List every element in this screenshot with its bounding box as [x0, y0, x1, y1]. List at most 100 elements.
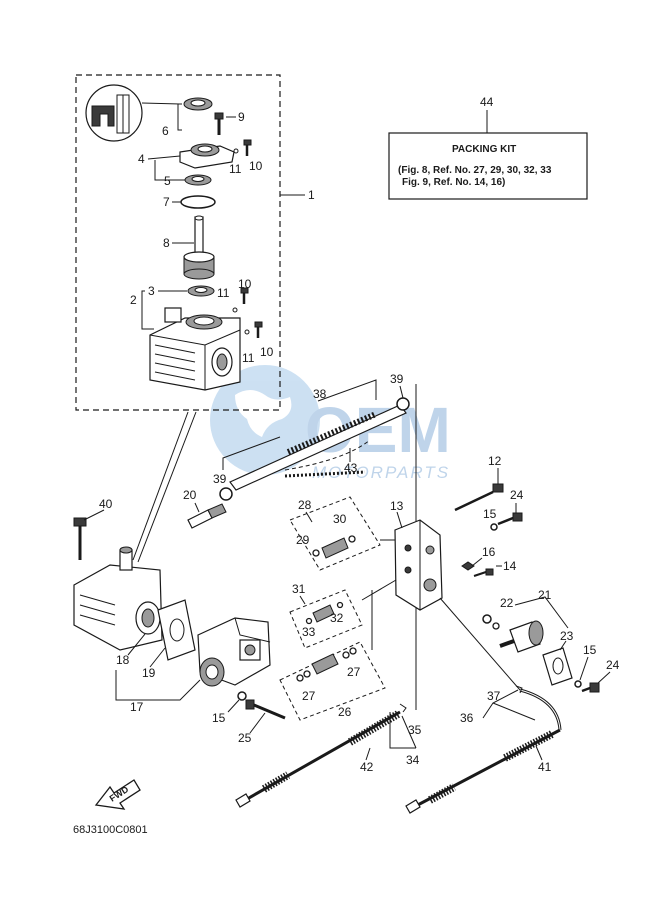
callout-5: 5 [164, 174, 171, 188]
leader-18 [127, 633, 146, 656]
leader-39b [399, 385, 404, 399]
leader-13 [396, 511, 403, 529]
callout-17: 17 [130, 700, 144, 714]
fwd-arrow-icon: FWD [94, 779, 141, 810]
leader-31 [299, 595, 306, 605]
callout-1: 1 [308, 188, 315, 202]
leader-15c [227, 699, 240, 713]
callout-2: 2 [130, 293, 137, 307]
callout-23: 23 [560, 629, 574, 643]
packing-kit-line1: (Fig. 8, Ref. No. 27, 29, 30, 32, 33 [398, 165, 552, 176]
washer-15-left [237, 691, 247, 701]
jet-28 [312, 535, 356, 559]
leader-15b [579, 656, 589, 681]
leader-23 [559, 640, 567, 651]
callout-31: 31 [292, 582, 306, 596]
callout-32: 32 [330, 611, 344, 625]
gasket-19-hole [169, 618, 185, 642]
leader-19 [149, 647, 166, 668]
callout-34: 34 [406, 753, 420, 767]
callout-16: 16 [482, 545, 496, 559]
valve-body-13 [394, 519, 443, 611]
callout-26: 26 [338, 705, 352, 719]
fitting-20 [187, 503, 227, 529]
callout-24b: 24 [606, 658, 620, 672]
leader-42 [365, 747, 371, 761]
callout-3: 3 [148, 284, 155, 298]
oil-seal-6 [183, 97, 213, 111]
leader-41 [535, 745, 543, 761]
callout-9: 9 [238, 110, 245, 124]
seal-detail-icon [85, 84, 181, 142]
leader-24b [597, 671, 611, 684]
callout-10a: 10 [249, 159, 263, 173]
bracket-21 [514, 596, 569, 629]
callout-20: 20 [183, 488, 197, 502]
leader-16 [471, 557, 483, 567]
callout-24a: 24 [510, 488, 524, 502]
callout-19: 19 [142, 666, 156, 680]
callout-28: 28 [298, 498, 312, 512]
bracket-17 [115, 670, 201, 701]
watermark: OEM MOTORPARTS [210, 365, 451, 482]
callout-11c: 11 [242, 351, 255, 365]
cable-36 [519, 688, 562, 731]
carburetor-17 [197, 617, 271, 687]
bolt-10-mid [240, 287, 249, 304]
callout-30: 30 [333, 512, 347, 526]
bolt-25 [245, 699, 286, 720]
callout-14: 14 [503, 559, 517, 573]
callout-18: 18 [116, 653, 130, 667]
watermark-main: OEM [305, 394, 451, 466]
o-ring-7 [180, 195, 216, 209]
cylinder-block-2 [149, 307, 241, 391]
cable-42 [235, 710, 401, 808]
callout-10c: 10 [260, 345, 274, 359]
clamp-39-bot [219, 487, 233, 501]
clamp-39-top [396, 397, 410, 411]
callout-39a: 39 [213, 472, 227, 486]
o-ring-22b [492, 622, 500, 630]
callout-4: 4 [138, 152, 145, 166]
bolt-40 [73, 517, 87, 560]
callout-35: 35 [408, 723, 422, 737]
o-ring-22 [482, 614, 492, 624]
callout-37: 37 [487, 689, 501, 703]
callout-43: 43 [344, 461, 358, 475]
frame-pointer-left [132, 411, 189, 561]
callout-13: 13 [390, 499, 404, 513]
bracket-36 [482, 689, 536, 721]
cylinder-assembly-18 [73, 546, 163, 651]
callout-44: 44 [480, 95, 494, 109]
screw-14 [473, 568, 494, 577]
callout-41: 41 [538, 760, 552, 774]
callout-27b: 27 [302, 689, 316, 703]
spring-43 [284, 439, 371, 471]
group-28-frame [289, 496, 381, 571]
callout-12: 12 [488, 454, 502, 468]
bolt-10-top [243, 139, 252, 156]
callout-15b: 15 [583, 643, 597, 657]
packing-kit-title: PACKING KIT [452, 144, 516, 155]
watermark-globe-land [235, 390, 292, 437]
packing-kit-box [388, 132, 588, 200]
clip-37 [515, 685, 523, 694]
callout-8: 8 [163, 236, 170, 250]
jet-26 [296, 647, 357, 682]
callout-42: 42 [360, 760, 374, 774]
packing-kit-line2: Fig. 9, Ref. No. 14, 16) [402, 177, 505, 188]
callout-10b: 10 [238, 277, 252, 291]
callout-25: 25 [238, 731, 252, 745]
tube-38 [229, 404, 407, 491]
leader-28 [305, 511, 313, 523]
callout-6: 6 [162, 124, 169, 138]
clip-35 [399, 703, 407, 713]
washer-11-low [244, 329, 250, 335]
group-31-frame [289, 589, 363, 649]
cable-36-inner [519, 689, 561, 731]
bracket-2 [141, 290, 154, 330]
bolt-9 [214, 112, 224, 135]
cable-41 [405, 728, 561, 814]
callout-15a: 15 [483, 507, 497, 521]
